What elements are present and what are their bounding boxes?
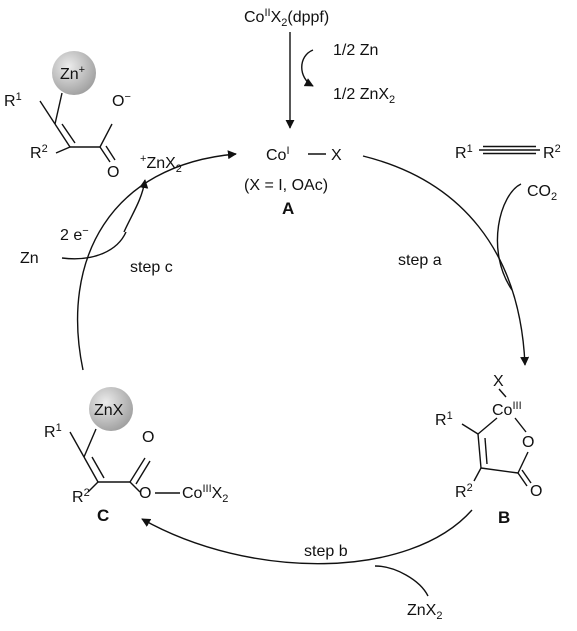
svg-text:O: O [139,485,151,502]
catalyst-A: CoI X (X = I, OAc) A [244,145,342,218]
svg-text:R1: R1 [455,143,473,162]
svg-text:R2: R2 [543,143,561,162]
svg-text:R2: R2 [72,487,90,506]
precatalyst-cobalt-dppf: CoIIX2(dppf) [244,7,329,29]
svg-text:R1: R1 [44,422,62,441]
svg-text:CoIII: CoIII [492,400,522,419]
znx2-reagent: ZnX2 [407,602,442,622]
svg-text:CoIIX2(dppf): CoIIX2(dppf) [244,7,329,29]
product-release-arrow [123,179,149,233]
svg-text:R2: R2 [455,482,473,501]
svg-text:CoI: CoI [266,145,290,164]
zinc-sphere-product [52,51,96,95]
svg-text:R1: R1 [435,410,453,429]
svg-text:Zn+: Zn+ [60,64,85,83]
svg-text:R2: R2 [30,143,48,162]
svg-text:O: O [142,429,154,446]
reagent-curve-znx2 [374,565,429,597]
svg-text:O: O [530,483,542,500]
label-C: C [97,506,109,525]
label-B: B [498,508,510,527]
svg-text:X: X [493,373,504,390]
byproduct-half-znx2: 1/2 ZnX2 [333,86,395,106]
intermediate-C-zinc-ester: ZnX R1 R2 O O CoIIIX2 C [44,387,228,525]
reagent-curve-alkyne-co2 [496,183,522,291]
svg-text:CoIIIX2: CoIIIX2 [182,483,228,505]
alkyne-substrate: R1 R2 [455,143,561,162]
zn-reductant: Zn [20,250,39,267]
cycle-arc-step-a [362,155,530,366]
step-c-label: step c [130,259,173,276]
step-b-label: step b [304,543,348,560]
svg-text:O−: O− [112,91,131,110]
label-A: A [282,199,294,218]
ligand-note: (X = I, OAc) [244,177,328,194]
zinc-sphere-C [89,387,133,431]
product-zinc-acrylate: Zn+ R1 R2 O− O +ZnX2 [4,51,182,181]
cycle-arc-step-c [76,150,237,371]
step-a-label: step a [398,252,442,269]
svg-text:O: O [107,164,119,181]
reductant-half-zn: 1/2 Zn [333,42,378,59]
zn-reduction-curved-arrow [301,49,314,87]
reagent-curve-zn [61,231,127,260]
intermediate-B-cobaltalactone: X CoIII O O R1 R2 B [435,373,542,527]
co2-reagent: CO2 [527,183,557,203]
svg-text:X: X [331,147,342,164]
svg-text:+ZnX2: +ZnX2 [140,153,182,175]
svg-text:ZnX: ZnX [94,402,124,419]
two-electron-label: 2 e− [60,225,89,244]
svg-text:R1: R1 [4,91,22,110]
cycle-arc-step-b [141,509,473,565]
svg-text:O: O [522,434,534,451]
